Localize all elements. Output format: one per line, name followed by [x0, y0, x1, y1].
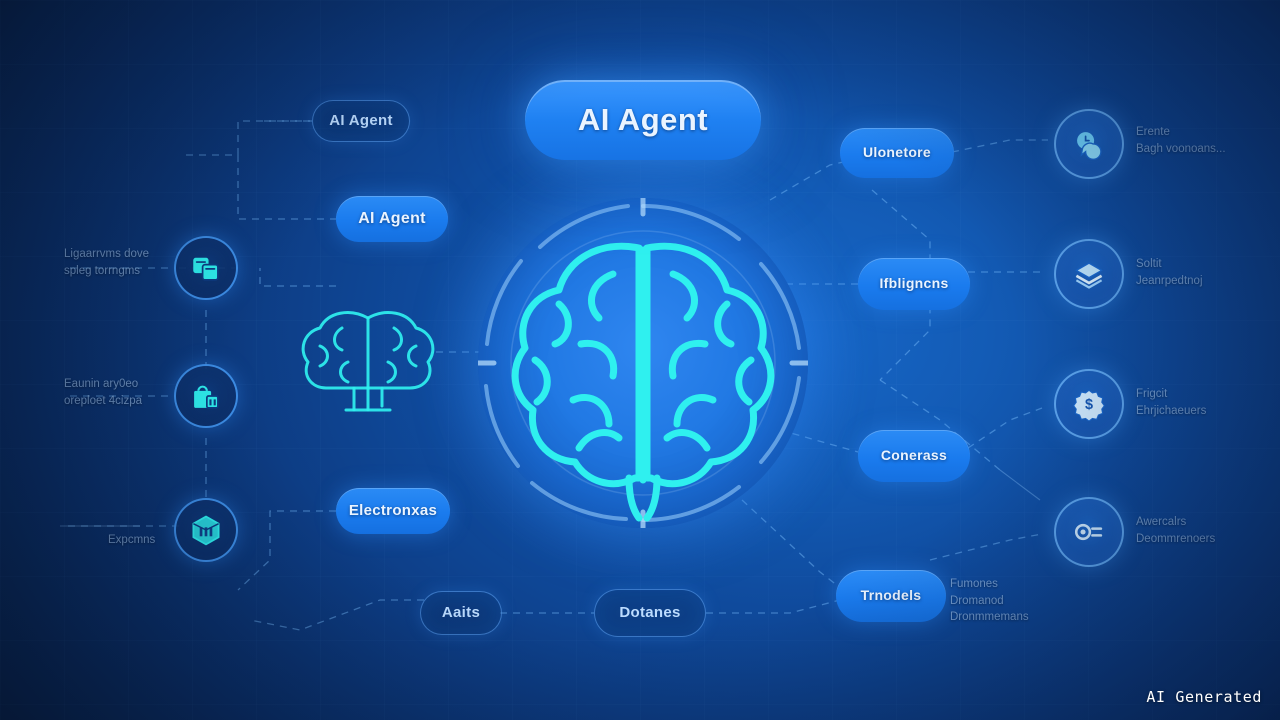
- stacked-cards-icon: [193, 257, 219, 281]
- toggle-list-icon: [1074, 523, 1103, 541]
- pill-right-3-label: Conerass: [880, 447, 948, 464]
- side-text-left-2-line2: oreploet 4cizpa: [64, 394, 142, 407]
- side-text-right-1-line1: Erente: [1136, 126, 1170, 138]
- pill-left-1[interactable]: AI Agent: [312, 100, 410, 142]
- side-text-right-4-line1: Awercalrs: [1136, 516, 1187, 528]
- side-text-right-2-line1: Soltit: [1136, 258, 1162, 270]
- side-text-right-3-line2: Ehrjichaeuers: [1136, 404, 1207, 417]
- pill-right-2-label: Ifbligncns: [879, 275, 949, 292]
- pill-left-3-label: Electronxas: [348, 501, 438, 519]
- bottom-note-line2: Dromanod: [950, 594, 1004, 607]
- side-text-left-3: Expcmns: [108, 532, 218, 549]
- svg-text:$: $: [1085, 397, 1093, 413]
- side-text-right-1-line2: Bagh voonoans...: [1136, 142, 1226, 155]
- pill-bottom-2-label: Dotanes: [619, 603, 681, 621]
- pill-left-2-label: AI Agent: [358, 210, 426, 228]
- circular-tech-ring: [478, 198, 808, 528]
- pill-left-1-label: AI Agent: [329, 111, 393, 129]
- side-text-right-1: Erente Bagh voonoans...: [1136, 124, 1276, 157]
- pill-bottom-2[interactable]: Dotanes: [594, 589, 706, 637]
- ai-generated-watermark: AI Generated: [1146, 688, 1262, 706]
- central-hub: [418, 138, 868, 588]
- bottom-note-line1: Fumones: [950, 578, 998, 590]
- side-text-right-4-line2: Deommrenoers: [1136, 532, 1216, 545]
- page-title: AI Agent: [525, 80, 761, 160]
- pill-right-1-label: Ulonetore: [862, 144, 932, 161]
- side-text-right-2-line2: Jeanrpedtnoj: [1136, 274, 1203, 287]
- pill-right-1[interactable]: Ulonetore: [840, 128, 954, 178]
- pill-bottom-1-label: Aaits: [441, 603, 481, 621]
- watermark-label: AI Generated: [1146, 688, 1262, 706]
- bag-chart-icon: [194, 385, 219, 409]
- side-text-left-3-line1: Expcmns: [108, 534, 156, 546]
- brain-outline-icon: [301, 311, 435, 412]
- layers-stack-icon: [1075, 262, 1103, 289]
- brain-icon: [511, 242, 775, 522]
- chat-bubbles-icon: [1077, 132, 1102, 160]
- side-text-right-3: Frigcit Ehrjichaeuers: [1136, 386, 1276, 419]
- page-title-label: AI Agent: [577, 101, 709, 137]
- pill-right-2[interactable]: Ifbligncns: [858, 258, 970, 310]
- pill-left-2[interactable]: AI Agent: [336, 196, 448, 242]
- side-text-left-1: Ligaarrvms dove spleg torrngms: [64, 246, 174, 279]
- side-text-left-2: Eaunin ary0eo oreploet 4cizpa: [64, 376, 174, 409]
- icon-circle-right-4[interactable]: [1054, 497, 1124, 567]
- bottom-note-line3: Dronmmemans: [950, 611, 1029, 624]
- pill-left-3[interactable]: Electronxas: [336, 488, 450, 534]
- pill-right-3[interactable]: Conerass: [858, 430, 970, 482]
- dollar-badge-icon: $: [1073, 389, 1105, 421]
- pill-right-4-label: Trnodels: [860, 587, 922, 604]
- side-text-right-3-line1: Frigcit: [1136, 388, 1168, 400]
- icon-circle-left-2[interactable]: [174, 364, 238, 428]
- icon-circle-right-1[interactable]: [1054, 109, 1124, 179]
- icon-circle-right-2[interactable]: [1054, 239, 1124, 309]
- pill-right-4[interactable]: Trnodels: [836, 570, 946, 622]
- side-text-left-1-line1: Ligaarrvms dove: [64, 248, 150, 260]
- side-text-left-1-line2: spleg torrngms: [64, 264, 141, 277]
- bottom-note: Fumones Dromanod Dronmmemans: [950, 576, 1090, 626]
- side-text-right-4: Awercalrs Deommrenoers: [1136, 514, 1276, 547]
- side-text-left-2-line1: Eaunin ary0eo: [64, 378, 139, 390]
- icon-circle-left-1[interactable]: [174, 236, 238, 300]
- side-text-right-2: Soltit Jeanrpedtnoj: [1136, 256, 1276, 289]
- pill-bottom-1[interactable]: Aaits: [420, 591, 502, 635]
- icon-circle-right-3[interactable]: $: [1054, 369, 1124, 439]
- icon-circle-left-3[interactable]: [174, 498, 238, 562]
